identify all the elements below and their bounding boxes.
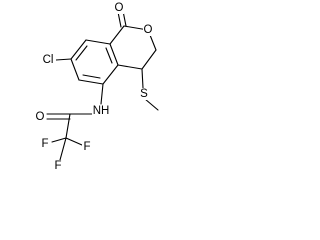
amide-nitrogen-label: NH bbox=[93, 105, 110, 117]
bonds bbox=[46, 10, 159, 161]
ring-oxygen-label: O bbox=[144, 24, 153, 36]
carbonyl-oxygen-label: O bbox=[115, 2, 124, 14]
bond-c8-c7-inner bbox=[75, 45, 88, 61]
bond-c8-c7 bbox=[70, 39, 87, 60]
atom-fluorine-1: F bbox=[40, 138, 50, 150]
amide-oxygen-label: O bbox=[36, 111, 45, 123]
atom-sulfur: S bbox=[139, 88, 149, 100]
atom-labels: O O Cl NH S O bbox=[35, 2, 153, 172]
bond-c7-cl bbox=[55, 58, 72, 61]
bond-c5-c4a bbox=[102, 64, 119, 85]
bond-c8a-c1 bbox=[109, 25, 125, 45]
atom-carbonyl-oxygen: O bbox=[114, 2, 124, 14]
molecule-drawing: O O Cl NH S O bbox=[35, 2, 159, 172]
bond-c4a-c8a-inner bbox=[105, 47, 113, 64]
bond-c8a-c8 bbox=[85, 39, 111, 45]
fluorine-3-label: F bbox=[54, 160, 61, 172]
bond-cf3-f3 bbox=[59, 137, 67, 161]
bond-c3-c4 bbox=[141, 49, 157, 70]
bond-c5-n bbox=[100, 83, 104, 105]
fluorine-2-label: F bbox=[83, 141, 90, 153]
bond-s-ch3 bbox=[144, 98, 159, 111]
bond-c-amide-cf3 bbox=[65, 113, 71, 139]
sulfur-label: S bbox=[140, 88, 148, 100]
chlorine-label: Cl bbox=[43, 54, 54, 66]
atom-fluorine-2: F bbox=[82, 141, 92, 153]
bond-cf3-f1 bbox=[51, 137, 67, 143]
bond-c4-c4a bbox=[117, 64, 143, 70]
atom-fluorine-3: F bbox=[53, 160, 63, 172]
atom-amide-nitrogen: NH bbox=[92, 105, 110, 117]
bond-c1-o-carbonyl-a bbox=[117, 11, 122, 28]
atom-chlorine: Cl bbox=[41, 54, 56, 66]
atom-amide-oxygen: O bbox=[35, 111, 45, 123]
bond-c4-s bbox=[141, 68, 144, 89]
structure-diagram: O O Cl NH S O bbox=[0, 0, 165, 197]
bond-c4a-c8a bbox=[109, 43, 119, 66]
bond-c6-c5-inner bbox=[82, 74, 101, 79]
fluorine-1-label: F bbox=[41, 138, 48, 150]
atom-ring-oxygen: O bbox=[143, 24, 153, 36]
bond-c6-c5 bbox=[78, 79, 104, 85]
bond-cf3-f2 bbox=[65, 137, 83, 146]
bond-c7-c6 bbox=[70, 58, 80, 81]
